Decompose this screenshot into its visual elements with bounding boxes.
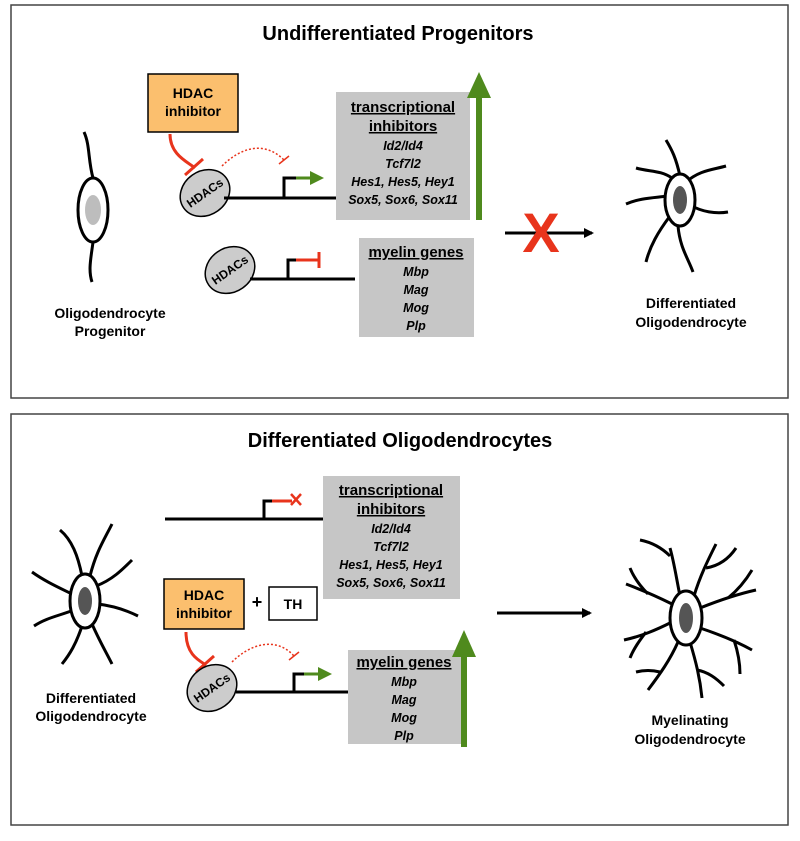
progenitor-label-2: Progenitor <box>75 323 146 339</box>
gene-text: Mbp <box>403 265 429 279</box>
transcriptional-box-bottom <box>323 476 460 599</box>
hdac-inhibitor-box-top <box>147 73 239 133</box>
differentiated-label-top-1: Differentiated <box>646 295 736 311</box>
myelinating-cell <box>623 538 757 699</box>
blocked-x-mark: X <box>522 201 559 264</box>
transcriptional-heading-bottom-1: transcriptional <box>339 482 443 499</box>
gene-text: Id2/Id4 <box>371 522 411 536</box>
green-up-arrow-top <box>467 72 491 220</box>
plus-sign: + <box>252 592 263 612</box>
gene-text: Mag <box>392 693 417 707</box>
gene-text: Hes1, Hes5, Hey1 <box>339 558 443 572</box>
th-box <box>268 586 318 621</box>
hdac-inhibitor-text-bottom-1: HDAC <box>184 587 224 603</box>
transcriptional-heading-top-2: inhibitors <box>369 118 437 135</box>
gene-text: Tcf7l2 <box>373 540 409 554</box>
gene-text: Mog <box>391 711 417 725</box>
th-label: TH <box>284 596 303 612</box>
gene-text: Mog <box>403 301 429 315</box>
bottom-panel-title: Differentiated Oligodendrocytes <box>248 430 553 452</box>
transcriptional-heading-bottom-2: inhibitors <box>357 501 425 518</box>
gene-text: Id2/Id4 <box>383 139 423 153</box>
hdac-inhibitor-text-bottom-2: inhibitor <box>176 605 233 621</box>
progenitor-label: Oligodendrocyte <box>54 305 165 321</box>
hdacs-ellipse-bottom: HDACs <box>186 663 238 713</box>
gene-text: Plp <box>394 729 414 743</box>
hdac-inhibitor-text-top-1: HDAC <box>173 85 213 101</box>
differentiated-cell-top <box>625 139 729 273</box>
gene-text: Plp <box>406 319 426 333</box>
hdac-inhibitor-text-top-2: inhibitor <box>165 103 222 119</box>
gene-text: Hes1, Hes5, Hey1 <box>351 175 455 189</box>
myelin-box-bottom <box>348 650 461 744</box>
progenitor-cell <box>76 131 110 283</box>
transcriptional-heading-top-1: transcriptional <box>351 99 455 116</box>
hdacs-ellipse-top-2: HDACs <box>204 245 256 295</box>
myelinating-label-1: Myelinating <box>651 712 728 728</box>
differentiated-cell-bottom <box>31 523 139 665</box>
differentiated-label-bottom-2: Oligodendrocyte <box>35 708 146 724</box>
hdacs-ellipse-top-1: HDACs <box>179 168 231 218</box>
gene-text: Sox5, Sox6, Sox11 <box>336 576 446 590</box>
differentiated-label-bottom-1: Differentiated <box>46 690 136 706</box>
myelin-box-top <box>359 238 474 337</box>
differentiated-label-top-2: Oligodendrocyte <box>635 314 746 330</box>
gene-text: Mbp <box>391 675 417 689</box>
transcriptional-box-top <box>336 92 470 220</box>
myelin-heading-bottom: myelin genes <box>356 654 451 671</box>
hdac-inhibitor-box-bottom <box>163 578 245 630</box>
myelin-heading-top: myelin genes <box>368 244 463 261</box>
top-panel-title: Undifferentiated Progenitors <box>262 23 533 45</box>
myelinating-label-2: Oligodendrocyte <box>634 731 745 747</box>
gene-text: Mag <box>404 283 429 297</box>
green-up-arrow-bottom <box>452 630 476 747</box>
gene-text: Tcf7l2 <box>385 157 421 171</box>
gene-text: Sox5, Sox6, Sox11 <box>348 193 458 207</box>
